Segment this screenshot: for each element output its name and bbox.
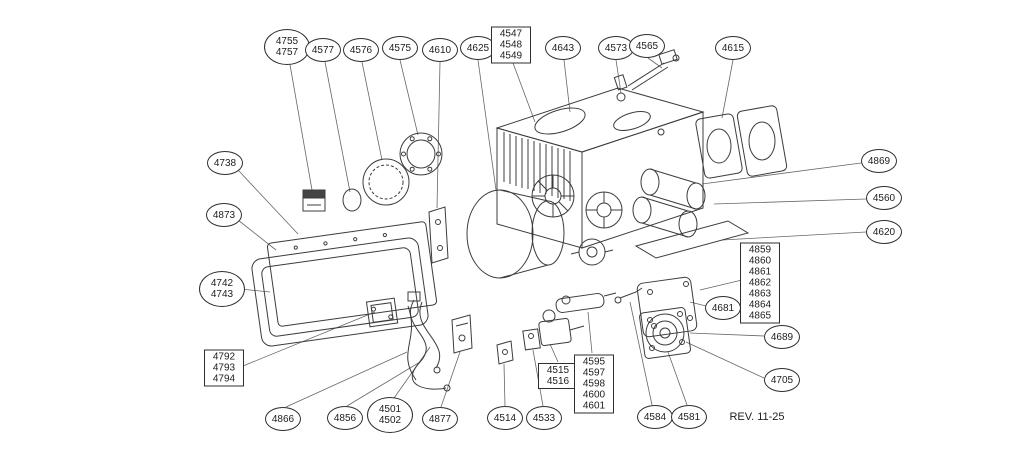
callout-4565: 4565 <box>629 34 665 58</box>
leader-lines <box>237 57 867 408</box>
callout-4581: 4581 <box>671 405 707 429</box>
mounting-plate <box>428 206 449 264</box>
heat-exchanger-tubes <box>632 168 706 238</box>
burner-assembly <box>555 292 617 313</box>
callout-4643: 4643 <box>545 36 581 60</box>
gasket-rings <box>342 132 443 212</box>
door-panel <box>251 237 429 347</box>
callout-4533: 4533 <box>526 406 562 430</box>
callout-4577: 4577 <box>305 38 341 62</box>
callout-4681: 4681 <box>705 296 741 320</box>
clamp <box>522 328 541 351</box>
callout-4615: 4615 <box>715 36 751 60</box>
exhaust-vent-assembly <box>613 49 680 91</box>
callout-4866: 4866 <box>265 407 301 431</box>
blower-housing-front <box>466 189 565 279</box>
electrode <box>614 287 643 304</box>
callout-4742-4743: 4742 4743 <box>199 271 245 307</box>
bottom-tray <box>634 220 750 259</box>
callout-4595-4601: 4595 4597 4598 4600 4601 <box>574 354 614 414</box>
callout-4560: 4560 <box>866 186 902 210</box>
callout-4575: 4575 <box>382 36 418 60</box>
callout-4610: 4610 <box>422 38 458 62</box>
callout-4501-4502: 4501 4502 <box>367 397 413 433</box>
callout-4576: 4576 <box>343 38 379 62</box>
combustion-mount-plate <box>636 276 698 338</box>
callout-4547-4549: 4547 4548 4549 <box>491 26 531 64</box>
gas-valve <box>538 309 585 347</box>
callout-4705: 4705 <box>764 368 800 392</box>
callout-4515-4516: 4515 4516 <box>538 363 578 389</box>
callout-4877: 4877 <box>422 407 458 431</box>
callout-4620: 4620 <box>866 220 902 244</box>
small-bracket <box>496 340 514 365</box>
callout-4873: 4873 <box>206 203 242 227</box>
vent-plates <box>695 105 788 179</box>
door-frame <box>266 221 438 327</box>
relay <box>302 189 326 212</box>
callout-4738: 4738 <box>207 151 243 175</box>
callout-4514: 4514 <box>487 406 523 430</box>
blower-wheels <box>531 174 623 229</box>
bracket <box>451 314 473 354</box>
callout-4689: 4689 <box>764 325 800 349</box>
furnace-cabinet <box>495 87 705 249</box>
callout-4792-4794: 4792 4793 4794 <box>204 349 244 387</box>
revision-text: REV. 11-25 <box>729 411 785 423</box>
callout-4584: 4584 <box>637 405 673 429</box>
callout-4859-4865: 4859 4860 4861 4862 4863 4864 4865 <box>740 242 780 324</box>
callout-4869: 4869 <box>861 149 897 173</box>
callout-4856: 4856 <box>327 406 363 430</box>
wiring-harness <box>407 291 451 392</box>
callout-4755-4757: 4755 4757 <box>264 29 310 65</box>
junction-box <box>365 297 399 328</box>
combustion-blower <box>639 307 691 359</box>
motor <box>570 238 614 266</box>
